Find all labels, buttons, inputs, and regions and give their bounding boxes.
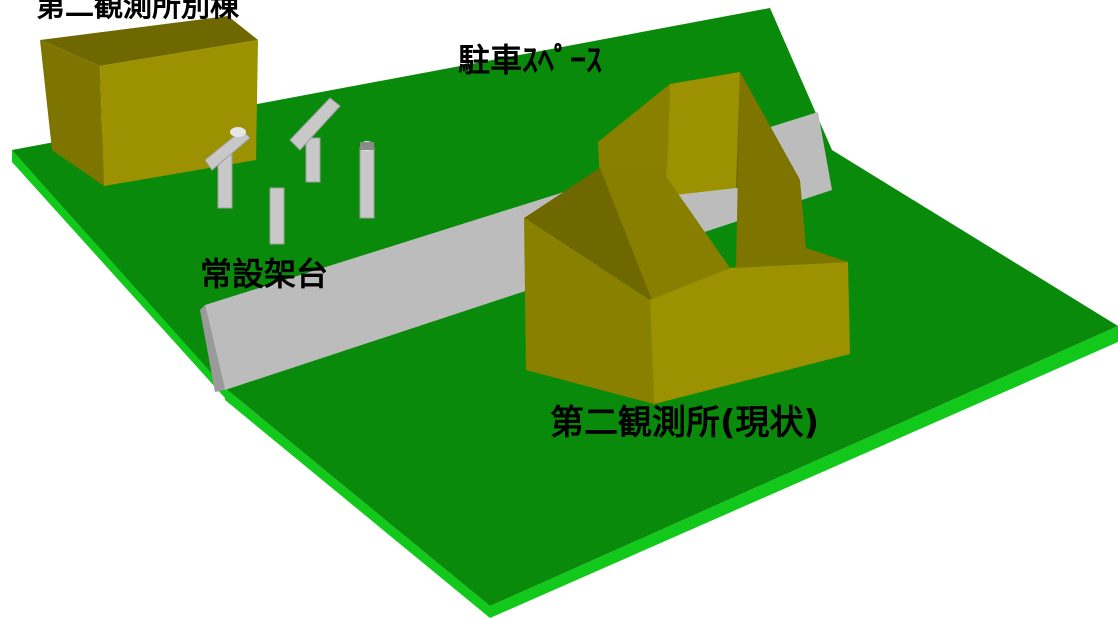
stand-post-tilted — [204, 129, 251, 171]
ground-edge-right — [490, 326, 1118, 618]
stand-post — [359, 147, 375, 219]
stand-post-cap-band — [360, 142, 374, 150]
ground-edge-front — [225, 388, 490, 618]
parking-space-label: 駐車ｽﾍﾟｰｽ — [458, 41, 603, 79]
stand-post — [269, 187, 285, 245]
ground-edge-back — [12, 150, 230, 398]
annex-building-label: 第二観測所別棟 — [36, 0, 240, 23]
stand-post — [305, 137, 321, 183]
stand-post-tilted — [289, 97, 341, 151]
current-station-building — [524, 72, 850, 404]
stand-post-cap — [230, 127, 246, 137]
permanent-stand-label: 常設架台 — [200, 255, 329, 293]
stand-posts — [204, 97, 375, 245]
road-band-shade — [200, 305, 225, 392]
current-station-label: 第二観測所(現状) — [550, 403, 820, 443]
